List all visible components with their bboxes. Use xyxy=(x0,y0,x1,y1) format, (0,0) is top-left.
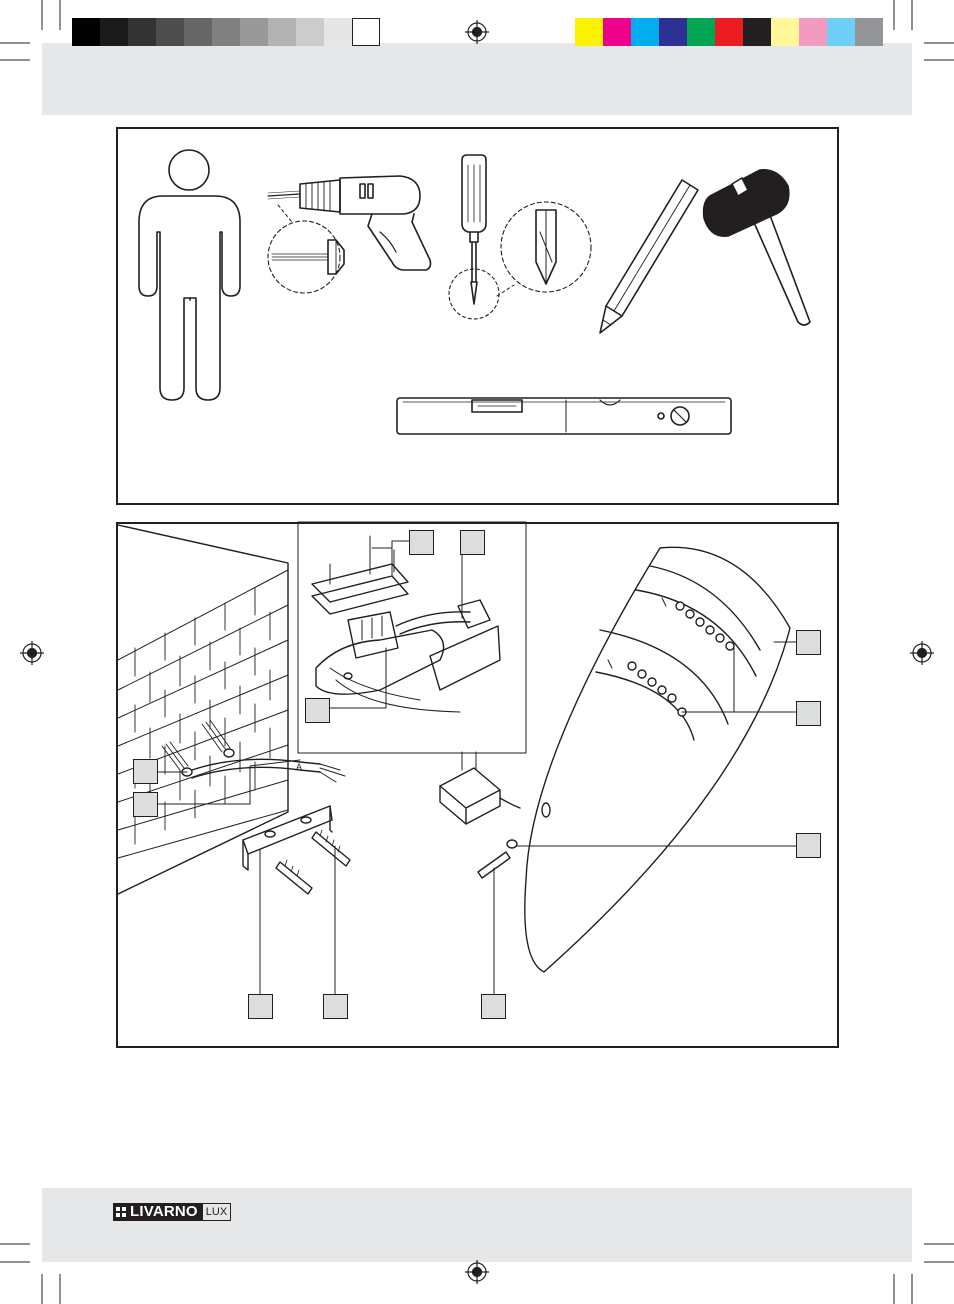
color-swatch xyxy=(100,18,128,46)
color-swatch xyxy=(799,18,827,46)
registration-mark-bottom xyxy=(465,1260,489,1284)
wiring-detail-inset xyxy=(297,521,527,754)
tools-panel xyxy=(116,127,839,505)
callout-box xyxy=(133,792,158,817)
cable-label: A xyxy=(296,762,302,772)
registration-mark-right xyxy=(910,641,934,665)
callout-box xyxy=(460,530,485,555)
person-icon xyxy=(138,149,241,401)
screwdriver-icon xyxy=(461,154,487,305)
screwdriver-tip-detail-icon xyxy=(448,201,592,320)
color-swatch xyxy=(603,18,631,46)
color-swatch xyxy=(72,18,100,46)
pencil-icon xyxy=(599,179,699,334)
callout-box xyxy=(796,630,821,655)
drill-bit-detail-icon xyxy=(267,204,345,294)
brand-sub: LUX xyxy=(201,1203,232,1221)
brand-logo-main: LIVARNO xyxy=(113,1203,202,1221)
color-swatch xyxy=(324,18,352,46)
registration-mark-left xyxy=(20,641,44,665)
color-swatch xyxy=(352,18,380,46)
color-swatch xyxy=(631,18,659,46)
assembly-panel xyxy=(116,522,839,1048)
mounting-plate-illustration xyxy=(242,805,518,895)
callout-box xyxy=(248,994,273,1019)
color-swatch xyxy=(715,18,743,46)
lamp-shade-illustration xyxy=(524,546,791,973)
bottom-print-band xyxy=(42,1188,912,1262)
drill-icon xyxy=(267,175,432,271)
callout-box xyxy=(796,833,821,858)
brand-logo: LIVARNO LUX xyxy=(113,1203,232,1221)
color-swatch xyxy=(855,18,883,46)
color-swatch xyxy=(156,18,184,46)
color-swatch xyxy=(240,18,268,46)
brand-name: LIVARNO xyxy=(130,1203,198,1220)
callout-box xyxy=(409,530,434,555)
color-swatch xyxy=(687,18,715,46)
callout-box xyxy=(305,698,330,723)
callout-leader-lines xyxy=(157,540,797,995)
color-swatch xyxy=(212,18,240,46)
color-swatch xyxy=(296,18,324,46)
brand-mark-icon xyxy=(116,1207,126,1217)
color-swatch xyxy=(128,18,156,46)
color-swatch xyxy=(743,18,771,46)
spirit-level-icon xyxy=(396,397,732,435)
color-swatch xyxy=(268,18,296,46)
callout-box xyxy=(796,701,821,726)
color-swatch xyxy=(659,18,687,46)
callout-box xyxy=(133,759,158,784)
top-print-band xyxy=(42,43,912,115)
color-swatch xyxy=(771,18,799,46)
hammer-icon xyxy=(702,169,811,326)
color-swatch xyxy=(184,18,212,46)
color-swatch xyxy=(827,18,855,46)
color-swatch xyxy=(575,18,603,46)
registration-mark-top xyxy=(465,20,489,44)
junction-box-illustration xyxy=(439,751,521,825)
callout-box xyxy=(481,994,506,1019)
callout-box xyxy=(323,994,348,1019)
